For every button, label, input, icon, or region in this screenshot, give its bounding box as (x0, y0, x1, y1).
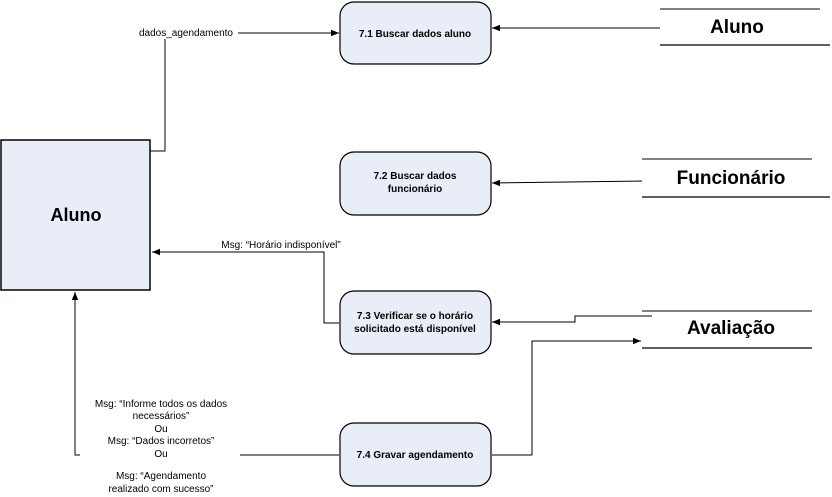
store-aluno-label: Aluno (710, 17, 764, 38)
flow-dados-agendamento-arrow (150, 29, 339, 152)
flow-7-4-to-store-avaliacao (492, 337, 641, 456)
entity-box (0, 139, 151, 291)
process-7-2-label-line-1: 7.2 Buscar dados (374, 171, 457, 182)
process-7-1[interactable]: 7.1 Buscar dados aluno (339, 1, 492, 65)
process-7-2[interactable]: 7.2 Buscar dados funcionário (339, 151, 492, 216)
flow-msg-line-7: realizado com sucesso” (108, 484, 213, 495)
flow-horario-indisponivel-label-bg (212, 238, 354, 251)
process-7-2-box (339, 151, 492, 216)
flow-msg-line-2: necessários” (133, 411, 190, 422)
flow-msg-line-3: Ou (154, 424, 167, 435)
external-entity-aluno[interactable]: Aluno (0, 139, 151, 291)
process-7-1-box (339, 1, 492, 65)
flow-msg-line-4: Msg: “Dados incorretos” (108, 436, 215, 447)
entity-label: Aluno (51, 205, 102, 225)
data-store-aluno[interactable]: Aluno (660, 8, 830, 46)
process-7-4-box (339, 422, 492, 487)
process-7-3[interactable]: 7.3 Verificar se o horário solicitado es… (339, 290, 492, 355)
process-7-2-label-line-2: funcionário (388, 184, 442, 195)
flow-msg-line-6: Msg: “Agendamento (116, 471, 206, 482)
process-7-3-label-line-2: solicitado está disponível (354, 324, 476, 335)
process-7-4-label: 7.4 Gravar agendamento (357, 450, 474, 461)
flow-msg-line-1: Msg: “Informe todos os dados (95, 399, 227, 410)
flow-msgs-label-bg (80, 398, 240, 496)
process-7-3-box (339, 290, 492, 355)
process-7-3-label-line-1: 7.3 Verificar se o horário (357, 311, 473, 322)
data-store-funcionario[interactable]: Funcionário (642, 158, 830, 198)
store-funcionario-label: Funcionário (677, 168, 786, 189)
flow-dados-agendamento-label: dados_agendamento (139, 28, 233, 39)
data-store-avaliacao[interactable]: Avaliação (642, 310, 812, 349)
process-7-1-label: 7.1 Buscar dados aluno (359, 29, 471, 40)
flow-msg-line-5: Ou (154, 449, 167, 460)
flow-dados-agendamento-label-bg (134, 25, 238, 39)
flow-horario-indisponivel-label: Msg: “Horário indisponível” (221, 240, 341, 251)
process-7-4[interactable]: 7.4 Gravar agendamento (339, 422, 492, 487)
flow-horario-indisponivel-arrow (152, 248, 339, 324)
flow-store-funcionario-to-7-2 (491, 179, 643, 187)
flow-msgs-to-aluno-arrow (71, 292, 339, 456)
flow-store-avaliacao-to-7-3 (492, 315, 652, 326)
store-avaliacao-label: Avaliação (687, 318, 775, 339)
